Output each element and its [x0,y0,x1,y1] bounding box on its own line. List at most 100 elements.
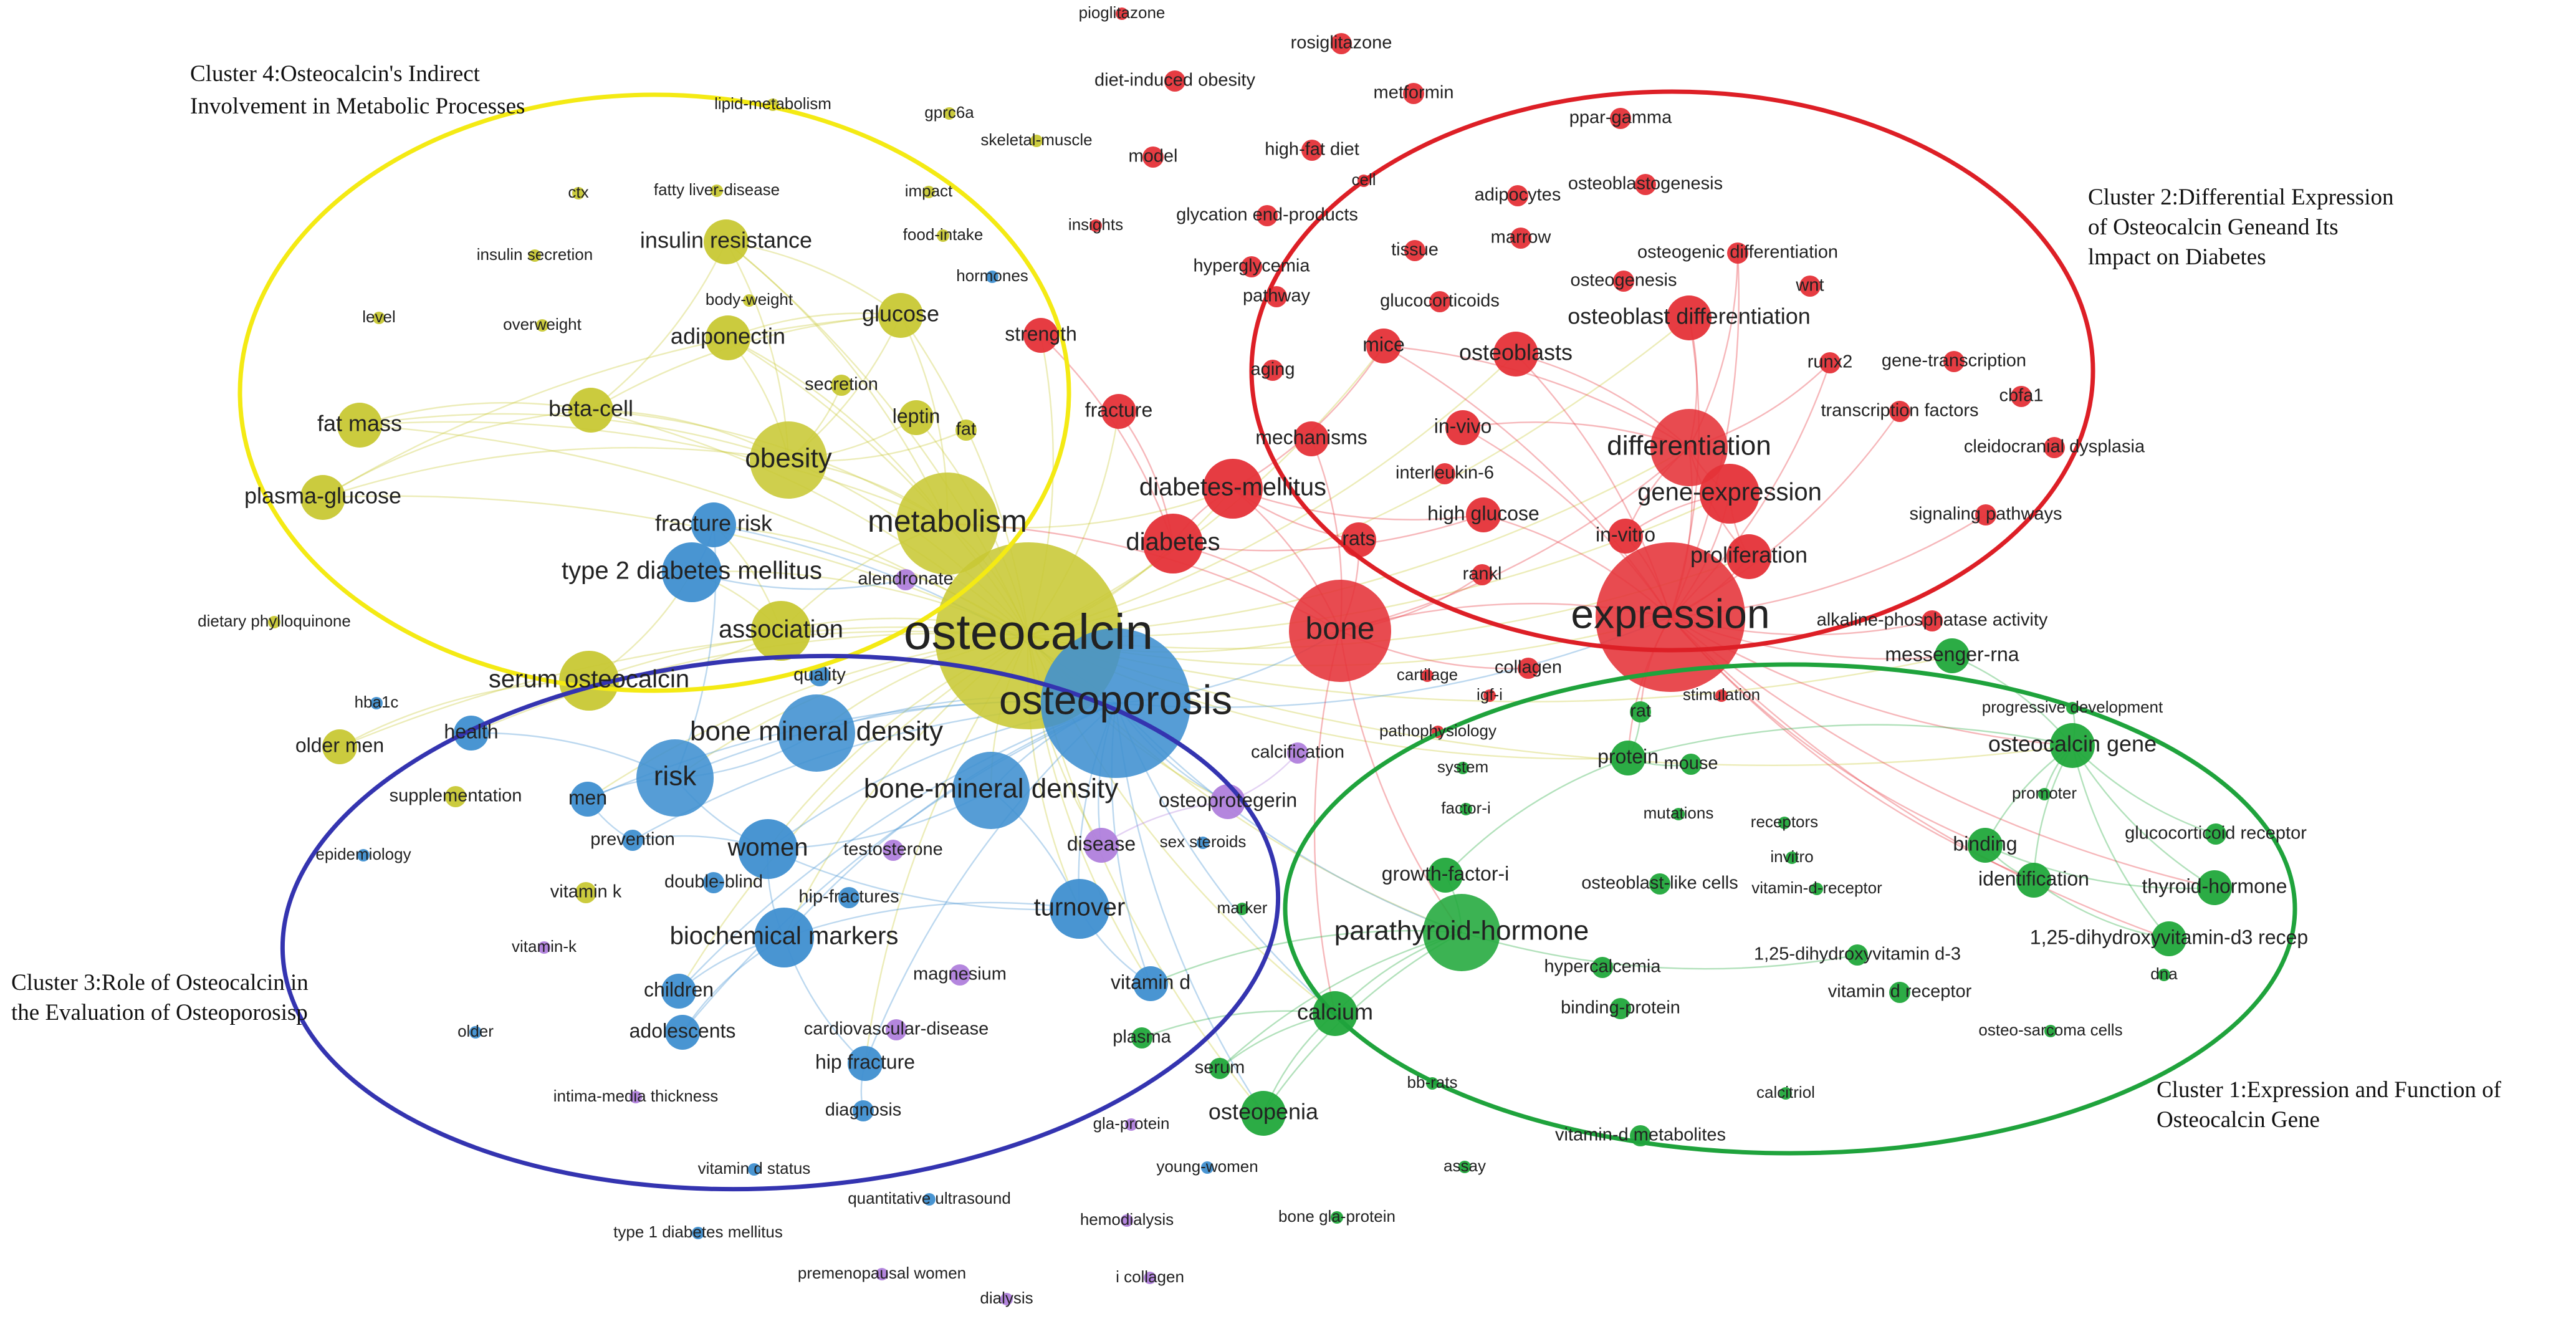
node-protein[interactable] [1611,741,1645,775]
node-interleukin-6[interactable] [1434,463,1455,484]
node-alendronate[interactable] [895,569,916,590]
node-young-women[interactable] [1201,1161,1214,1174]
node-type-2-diabetes-mellitus[interactable] [662,542,722,602]
node-osteocalcin-gene[interactable] [2050,723,2095,768]
node-older[interactable] [469,1026,482,1039]
node-insulin-resistance[interactable] [704,219,749,264]
node-fracture-risk[interactable] [691,502,736,547]
node-factor-i[interactable] [1460,803,1472,815]
node-osteo-sarcoma-cells[interactable] [2044,1025,2057,1037]
node-gene-transcription[interactable] [1943,351,1965,372]
node-osteoblastogenesis[interactable] [1635,174,1656,195]
node-biochemical-markers[interactable] [754,908,814,967]
node-diabetes-mellitus[interactable] [1203,459,1263,519]
node-differentiation[interactable] [1650,409,1728,486]
node-adiponectin[interactable] [706,315,750,360]
node-osteopenia[interactable] [1241,1091,1286,1136]
node-vitamin-k[interactable] [575,882,596,903]
node-assay[interactable] [1458,1161,1471,1173]
node-sex-steroids[interactable] [1197,837,1209,849]
node-strength[interactable] [1023,318,1058,353]
node-dietary-phylloquinone[interactable] [268,616,280,628]
node-ctx[interactable] [572,187,585,199]
node-mouse[interactable] [1680,754,1702,775]
node-glucose[interactable] [878,293,923,338]
node-cartilage[interactable] [1421,669,1434,682]
node-alkaline-phosphatase-activity[interactable] [1922,610,1943,631]
node-quality[interactable] [809,665,830,686]
node-parathyroid-hormone[interactable] [1423,894,1500,971]
node-expression[interactable] [1596,542,1745,692]
node-beta-cell[interactable] [568,388,613,433]
node-obesity[interactable] [750,421,827,499]
node-in-vitro[interactable] [1608,519,1643,554]
node-epidemiology[interactable] [357,849,370,861]
node-marrow[interactable] [1510,228,1531,249]
node-risk[interactable] [636,739,714,817]
node-bone-gla-protein[interactable] [1331,1211,1343,1224]
node-diet-induced-obesity[interactable] [1164,70,1185,92]
node-osteoblast-like-cells[interactable] [1649,873,1670,895]
node-osteoblasts[interactable] [1493,332,1538,377]
node-mice[interactable] [1366,329,1401,363]
node-men[interactable] [570,782,605,817]
node-osteogenic-differentiation[interactable] [1727,242,1748,264]
node-tissue[interactable] [1404,240,1425,261]
node-premenopausal-women[interactable] [876,1268,888,1280]
node-osteogenesis[interactable] [1613,271,1634,292]
node-testosterone[interactable] [883,840,904,861]
node-fat-mass[interactable] [337,403,382,448]
node-hormones[interactable] [986,271,998,283]
node-type-1-diabetes-mellitus[interactable] [692,1227,704,1239]
node-vitamin-d3-receptor[interactable] [2152,921,2186,956]
node-hip-fracture[interactable] [848,1046,883,1081]
node-vitamin-d-status[interactable] [748,1163,760,1176]
node-serum-osteocalcin[interactable] [559,651,619,711]
node-promoter[interactable] [2038,788,2051,800]
node-model[interactable] [1142,146,1164,168]
node-receptors[interactable] [1778,817,1791,829]
node-dialysis[interactable] [1000,1293,1013,1305]
node-hyperglycemia[interactable] [1241,256,1262,277]
node-skeletal-muscle[interactable] [1030,135,1043,147]
node-thyroid-hormone[interactable] [2197,870,2232,905]
node-glucocorticoids[interactable] [1429,291,1450,312]
node-quantitative-ultrasound[interactable] [923,1193,936,1206]
node-aging[interactable] [1262,360,1283,381]
node-rat[interactable] [1630,701,1651,722]
node-osteoblast-differentiation[interactable] [1667,295,1712,340]
node-mutations[interactable] [1672,808,1685,820]
node-adipocytes[interactable] [1507,185,1528,206]
node-calcitriol[interactable] [1779,1087,1792,1100]
node-supplementation[interactable] [445,786,466,807]
node-marker[interactable] [1236,903,1248,915]
node-glucocorticoid-receptor[interactable] [2205,823,2226,845]
node-wnt[interactable] [1799,276,1821,297]
node-calcification[interactable] [1287,742,1308,764]
node-leptin[interactable] [899,400,934,435]
node-rankl[interactable] [1472,564,1493,585]
node-system[interactable] [1457,762,1469,774]
node-disease[interactable] [1084,828,1119,863]
node-messenger-rna[interactable] [1935,638,1970,673]
node-turnover[interactable] [1050,879,1109,939]
node-mechanisms[interactable] [1294,421,1329,456]
node-impact[interactable] [922,186,935,198]
node-body-weight[interactable] [743,294,755,307]
node-fat[interactable] [955,420,977,441]
node-dna[interactable] [2158,969,2170,981]
node-glycation-end-products[interactable] [1257,205,1278,226]
node-i-collagen[interactable] [1144,1272,1156,1284]
node-gene-expression[interactable] [1700,464,1760,524]
node-collagen[interactable] [1518,658,1539,679]
node-insights[interactable] [1089,219,1102,232]
node-secretion[interactable] [831,375,852,396]
node-diagnosis[interactable] [853,1100,874,1121]
node-cleidocranial-dysplasia[interactable] [2044,437,2065,458]
node-gla-protein[interactable] [1125,1118,1137,1131]
node-hba1c[interactable] [370,697,383,709]
node-gprc6a[interactable] [943,107,955,120]
node-transcription-factors[interactable] [1889,401,1910,422]
node-hypercalcemia[interactable] [1592,957,1613,978]
node-metformin[interactable] [1403,83,1424,104]
